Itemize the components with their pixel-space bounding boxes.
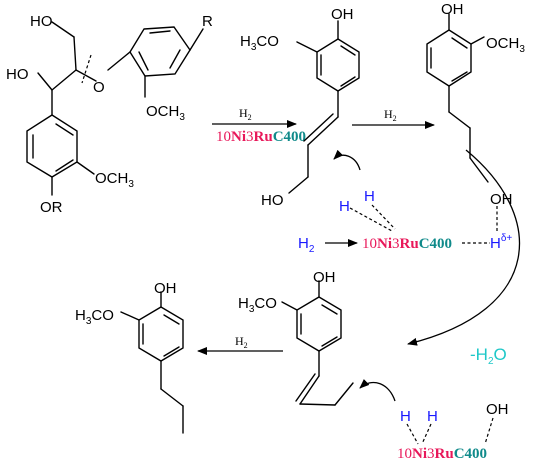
methoxy-label: H3CO bbox=[238, 295, 277, 315]
hydrogen-atom-label: H bbox=[400, 408, 411, 425]
oh-label: OH bbox=[441, 1, 464, 18]
h-delta-plus-label: Hδ+ bbox=[490, 233, 512, 252]
methoxy-label: OCH3 bbox=[486, 35, 525, 55]
h2-reactant-label: H2 bbox=[298, 235, 315, 255]
oh-label: OH bbox=[331, 6, 354, 23]
dihydroconiferyl-alcohol-molecule: OH OCH3 OH bbox=[426, 1, 525, 232]
catalyst-adsorption-site: H H H2 10Ni3RuC400 Hδ+ bbox=[298, 188, 512, 255]
oh-label: OH bbox=[154, 280, 177, 297]
coniferyl-alcohol-molecule: OH H3CO HO bbox=[240, 6, 361, 209]
methoxy-label: OCH3 bbox=[146, 103, 185, 123]
h2-label: H2 bbox=[235, 334, 248, 350]
r-group-label: R bbox=[202, 13, 213, 30]
methoxy-label: H3CO bbox=[240, 33, 279, 53]
hydrogen-atom-label: H bbox=[427, 408, 438, 425]
reaction-arrow-1: H2 10Ni3RuC400 bbox=[212, 106, 306, 145]
h2-label: H2 bbox=[384, 107, 397, 123]
water-loss-label: -H2O bbox=[470, 345, 507, 367]
methoxy-label: H3CO bbox=[75, 307, 114, 327]
methoxy-label: OCH3 bbox=[95, 170, 134, 190]
ho-label: HO bbox=[30, 13, 53, 30]
h2-label: H2 bbox=[239, 106, 252, 122]
catalyst-label: 10Ni3RuC400 bbox=[216, 129, 306, 145]
catalyst-label: 10Ni3RuC400 bbox=[397, 446, 487, 462]
dehydration-arrow bbox=[407, 149, 521, 346]
lignin-model-molecule: HO HO O R OCH3 OCH3 OR bbox=[6, 13, 213, 216]
catalyst-dehydration-site: H H OH 10Ni3RuC400 bbox=[397, 401, 509, 462]
propylguaiacol-molecule: OH H3CO bbox=[75, 280, 184, 434]
reaction-arrow-2: H2 bbox=[352, 107, 435, 129]
hydrogen-atom-label: H bbox=[339, 198, 350, 215]
ether-oxygen-label: O bbox=[93, 79, 105, 96]
ho-label: HO bbox=[261, 192, 284, 209]
hydrogen-atom-label: H bbox=[364, 188, 375, 205]
oh-label: OH bbox=[486, 401, 509, 418]
or-group-label: OR bbox=[40, 199, 63, 216]
isoeugenol-molecule: OH H3CO bbox=[238, 269, 396, 406]
reaction-arrow-3: H2 bbox=[197, 334, 283, 355]
ho-label: HO bbox=[6, 66, 29, 83]
catalyst-label: 10Ni3RuC400 bbox=[362, 236, 452, 252]
oh-label: OH bbox=[313, 269, 336, 286]
oh-label: OH bbox=[490, 191, 513, 208]
